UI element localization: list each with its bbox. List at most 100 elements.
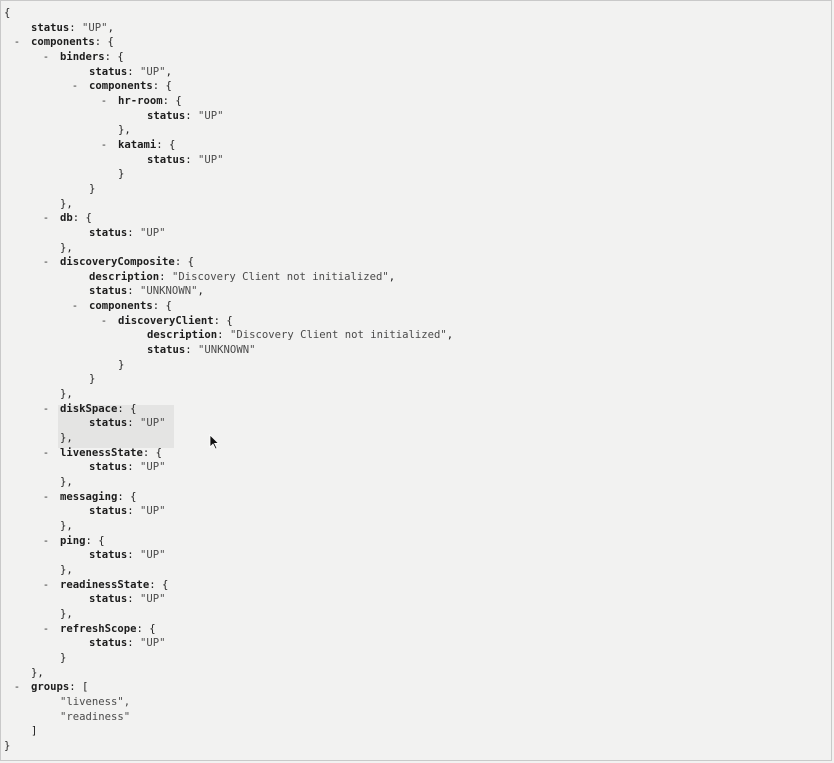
discovery-composite-components-close: } xyxy=(89,373,96,386)
liveness-state-close: }, xyxy=(60,476,73,488)
refresh-scope-node: -refreshScope: { xyxy=(42,622,156,635)
groups-close: ] xyxy=(31,725,38,738)
readiness-state-status-value: "UP" xyxy=(140,593,166,606)
discovery-client-status-value: "UNKNOWN" xyxy=(198,344,256,357)
discovery-composite-components-node: -components: { xyxy=(71,300,172,313)
discovery-client-close: } xyxy=(118,358,125,371)
discovery-composite-node: -discoveryComposite: { xyxy=(42,256,194,269)
liveness-state-status-key: status xyxy=(89,461,128,474)
root-close-brace-symbol: } xyxy=(4,739,11,752)
messaging-close: }, xyxy=(60,519,73,532)
readiness-state-status-key: status xyxy=(89,593,128,606)
binders-components-close: } xyxy=(89,182,96,195)
root-status-value: "UP" xyxy=(82,21,108,34)
readiness-state-node: -readinessState: { xyxy=(42,578,169,591)
binders-status: status: "UP", xyxy=(89,65,172,78)
root-open-brace-symbol: { xyxy=(4,7,11,19)
hr-room-node: -hr-room: { xyxy=(100,94,182,107)
refresh-scope-status: status: "UP" xyxy=(89,637,166,650)
liveness-state-node-key: livenessState xyxy=(60,446,143,459)
discovery-composite-status: status: "UNKNOWN", xyxy=(89,285,204,298)
mouse-cursor-icon xyxy=(209,434,219,450)
groups-item-liveness: "liveness", xyxy=(0,695,453,710)
discovery-composite-description: description: "Discovery Client not initi… xyxy=(89,270,396,283)
discovery-composite-components-node-collapse-toggle[interactable]: - xyxy=(71,300,79,313)
disk-space-status-key: status xyxy=(89,417,128,430)
katami-node-key: katami xyxy=(118,138,157,151)
readiness-state-close: }, xyxy=(60,607,73,620)
db-status-value: "UP" xyxy=(140,226,166,239)
db-node: -db: { xyxy=(42,212,92,225)
db-status: status: "UP" xyxy=(89,226,166,239)
binders-node-collapse-toggle[interactable]: - xyxy=(42,50,50,63)
components-node-collapse-toggle[interactable]: - xyxy=(13,36,21,49)
refresh-scope-close: } xyxy=(60,651,67,664)
groups-node-collapse-toggle[interactable]: - xyxy=(13,681,21,694)
messaging-status-key: status xyxy=(89,505,128,518)
binders-close: }, xyxy=(60,197,73,210)
disk-space-status: status: "UP" xyxy=(89,417,166,430)
refresh-scope-node-collapse-toggle[interactable]: - xyxy=(42,622,50,635)
discovery-client-node: -discoveryClient: { xyxy=(100,314,233,327)
db-node-collapse-toggle[interactable]: - xyxy=(42,212,50,225)
ping-status-key: status xyxy=(89,549,128,562)
ping-node-key: ping xyxy=(60,534,86,547)
json-viewer: { status: "UP", -components: { -binders: { s… xyxy=(0,6,453,753)
disk-space-status-value: "UP" xyxy=(140,417,166,430)
ping-status: status: "UP" xyxy=(89,549,166,562)
hr-room-node-collapse-toggle[interactable]: - xyxy=(100,94,108,107)
db-close: }, xyxy=(60,241,73,254)
components-node-key: components xyxy=(31,36,95,49)
binders-node: -binders: { xyxy=(42,50,124,63)
discovery-client-description-value: "Discovery Client not initialized" xyxy=(229,329,447,342)
messaging-status: status: "UP" xyxy=(89,505,166,518)
root-status: status: "UP", xyxy=(31,21,114,34)
disk-space-node-key: diskSpace xyxy=(60,402,118,415)
hr-room-close: }, xyxy=(118,124,131,137)
liveness-state-node: -livenessState: { xyxy=(42,446,163,459)
katami-close: } xyxy=(118,168,125,181)
ping-close: }, xyxy=(60,563,73,576)
hr-room-status-value: "UP" xyxy=(198,109,224,122)
liveness-state-node-collapse-toggle[interactable]: - xyxy=(42,446,50,459)
groups-item-readiness-value: "readiness" xyxy=(60,710,131,723)
katami-node-collapse-toggle[interactable]: - xyxy=(100,138,108,151)
discovery-composite-description-value: "Discovery Client not initialized" xyxy=(171,270,389,283)
discovery-composite-node-key: discoveryComposite xyxy=(60,256,175,269)
binders-status-value: "UP" xyxy=(140,65,166,78)
ping-node-collapse-toggle[interactable]: - xyxy=(42,534,50,547)
katami-status: status: "UP" xyxy=(147,153,224,166)
discovery-client-status: status: "UNKNOWN" xyxy=(147,344,256,357)
katami-node: -katami: { xyxy=(100,138,176,151)
discovery-client-node-collapse-toggle[interactable]: - xyxy=(100,314,108,327)
discovery-composite-status-key: status xyxy=(89,285,128,298)
binders-components-node: -components: { xyxy=(71,80,172,93)
refresh-scope-status-key: status xyxy=(89,637,128,650)
groups-item-liveness-value: "liveness", xyxy=(60,695,131,708)
discovery-client-description-key: description xyxy=(147,329,218,342)
refresh-scope-status-value: "UP" xyxy=(140,637,166,650)
hr-room-status-key: status xyxy=(147,109,186,122)
messaging-node: -messaging: { xyxy=(42,490,137,503)
messaging-node-collapse-toggle[interactable]: - xyxy=(42,490,50,503)
discovery-composite-node-collapse-toggle[interactable]: - xyxy=(42,256,50,269)
db-node-key: db xyxy=(60,212,73,225)
readiness-state-node-key: readinessState xyxy=(60,578,150,591)
discovery-composite-close: }, xyxy=(60,388,73,401)
katami-status-value: "UP" xyxy=(198,153,224,166)
root-close-brace: } xyxy=(0,739,453,754)
discovery-client-description: description: "Discovery Client not initi… xyxy=(147,329,454,342)
disk-space-close: }, xyxy=(60,432,73,445)
groups-node-key: groups xyxy=(31,681,70,694)
refresh-scope-node-key: refreshScope xyxy=(60,622,137,635)
readiness-state-node-collapse-toggle[interactable]: - xyxy=(42,578,50,591)
hr-room-node-key: hr-room xyxy=(118,94,163,107)
binders-components-node-collapse-toggle[interactable]: - xyxy=(71,80,79,93)
disk-space-node-collapse-toggle[interactable]: - xyxy=(42,402,50,415)
groups-item-readiness: "readiness" xyxy=(0,710,453,725)
readiness-state-status: status: "UP" xyxy=(89,593,166,606)
root-status-key: status xyxy=(31,21,70,34)
db-status-key: status xyxy=(89,226,128,239)
binders-node-key: binders xyxy=(60,50,105,63)
messaging-node-key: messaging xyxy=(60,490,118,503)
